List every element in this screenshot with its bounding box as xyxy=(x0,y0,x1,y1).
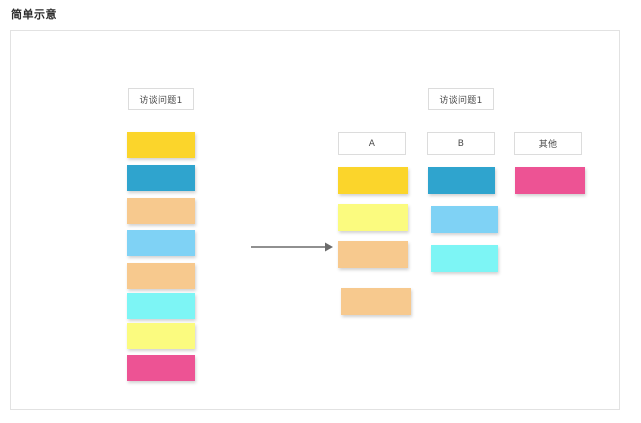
flow-arrow-icon xyxy=(251,239,333,253)
source-card[interactable] xyxy=(127,230,195,256)
flow-arrow-svg xyxy=(251,242,333,252)
column-other-card[interactable] xyxy=(515,167,585,194)
source-card[interactable] xyxy=(127,323,195,349)
target-group-header[interactable]: 访谈问题1 xyxy=(428,88,494,110)
column-a-card[interactable] xyxy=(338,204,408,231)
source-card[interactable] xyxy=(127,132,195,158)
arrow-head xyxy=(325,242,333,252)
column-b-header[interactable]: B xyxy=(427,132,495,155)
source-card[interactable] xyxy=(127,198,195,224)
source-card[interactable] xyxy=(127,263,195,289)
column-a-card[interactable] xyxy=(341,288,411,315)
source-card[interactable] xyxy=(127,293,195,319)
column-a-card[interactable] xyxy=(338,167,408,194)
source-card[interactable] xyxy=(127,165,195,191)
page-title: 简单示意 xyxy=(11,8,57,21)
column-a-header[interactable]: A xyxy=(338,132,406,155)
column-b-card[interactable] xyxy=(431,206,498,233)
column-other-header[interactable]: 其他 xyxy=(514,132,582,155)
column-a-card[interactable] xyxy=(338,241,408,268)
source-card[interactable] xyxy=(127,355,195,381)
column-b-card[interactable] xyxy=(428,167,495,194)
source-group-header[interactable]: 访谈问题1 xyxy=(128,88,194,110)
column-b-card[interactable] xyxy=(431,245,498,272)
